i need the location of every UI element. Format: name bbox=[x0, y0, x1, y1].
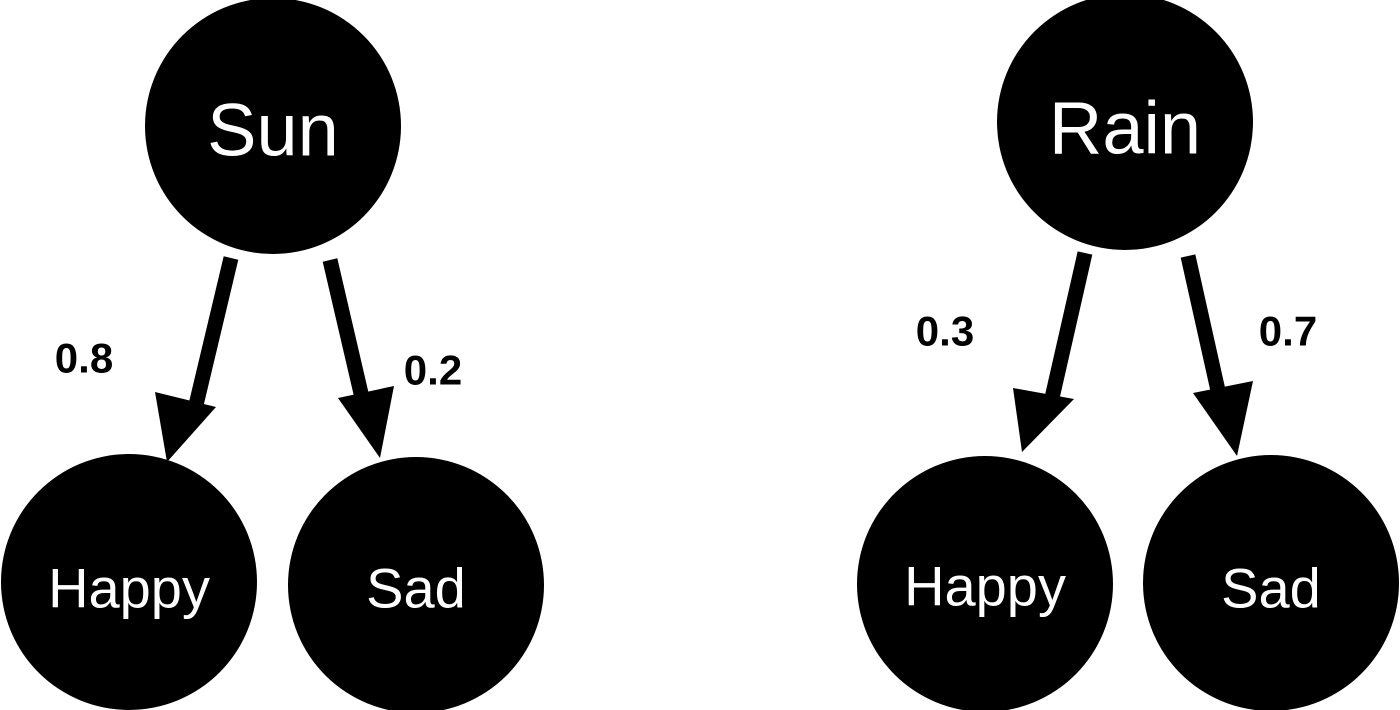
edge-sun-sad bbox=[322, 258, 394, 458]
edge-sun-happy-line bbox=[188, 256, 239, 407]
node-rain-sad: Sad bbox=[1143, 455, 1399, 710]
edge-sun-happy-arrowhead bbox=[155, 392, 216, 462]
node-rain-sad-circle bbox=[1143, 455, 1399, 710]
node-sun-circle bbox=[145, 0, 401, 254]
node-rain-sad-label: Sad bbox=[1221, 557, 1321, 620]
node-sun: Sun bbox=[145, 0, 401, 254]
node-sun-sad-circle bbox=[288, 457, 544, 710]
edge-rain-happy-line bbox=[1044, 251, 1093, 400]
node-rain: Rain bbox=[997, 0, 1253, 250]
prob-sun-sad: 0.2 bbox=[404, 347, 462, 394]
node-rain-happy-circle bbox=[857, 456, 1113, 710]
node-sun-sad-label: Sad bbox=[366, 557, 466, 620]
edge-rain-sad-line bbox=[1180, 254, 1227, 397]
node-sun-happy-circle bbox=[1, 454, 257, 710]
node-sun-happy-label: Happy bbox=[48, 557, 210, 620]
prob-rain-happy: 0.3 bbox=[916, 308, 974, 355]
tree-sun: Sun Happy Sad 0.8 0.2 bbox=[1, 0, 544, 710]
node-rain-happy-label: Happy bbox=[904, 555, 1066, 618]
prob-rain-sad: 0.7 bbox=[1259, 308, 1317, 355]
node-sun-sad: Sad bbox=[288, 457, 544, 710]
edge-sun-sad-arrowhead bbox=[338, 386, 394, 458]
edge-rain-happy-arrowhead bbox=[1013, 388, 1074, 452]
tree-rain: Rain Happy Sad 0.3 0.7 bbox=[857, 0, 1399, 710]
edge-sun-happy bbox=[155, 256, 239, 462]
edge-rain-happy bbox=[1013, 251, 1093, 452]
node-rain-label: Rain bbox=[1049, 87, 1201, 170]
prob-sun-happy: 0.8 bbox=[55, 335, 113, 382]
node-sun-happy: Happy bbox=[1, 454, 257, 710]
node-rain-circle bbox=[997, 0, 1253, 250]
edge-rain-sad-arrowhead bbox=[1193, 381, 1253, 456]
edge-rain-sad bbox=[1180, 254, 1253, 456]
node-sun-label: Sun bbox=[207, 89, 339, 172]
node-rain-happy: Happy bbox=[857, 456, 1113, 710]
edge-sun-sad-line bbox=[322, 258, 371, 404]
